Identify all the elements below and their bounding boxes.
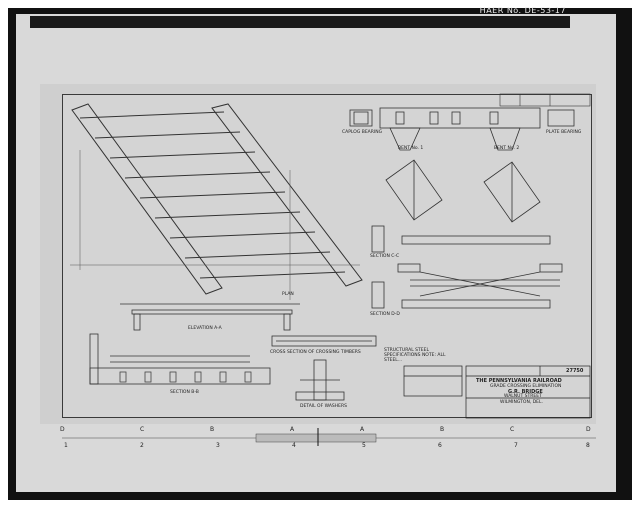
- plan-label: PLAN: [282, 292, 294, 297]
- bent-diagrams: [385, 159, 541, 223]
- section-bb: [89, 333, 271, 385]
- washer-label: DETAIL OF WASHERS: [300, 404, 347, 409]
- scale-letter: D: [586, 426, 591, 433]
- scale-letter: C: [510, 426, 515, 433]
- elevation-aa: [120, 303, 300, 331]
- section-cc-label: SECTION C-C: [370, 254, 400, 259]
- section-bb-label: SECTION B-B: [170, 390, 199, 395]
- scale-number: 4: [292, 442, 296, 449]
- street-name: WALNUT STREET: [504, 394, 542, 399]
- scale-number: 7: [514, 442, 518, 449]
- record-id: HAER No. DE-53-17: [479, 6, 566, 15]
- scale-bar-linework: [62, 428, 596, 446]
- scale-letter: B: [210, 426, 215, 433]
- header-strip: [30, 16, 570, 28]
- scale-number: 3: [216, 442, 220, 449]
- caplog-bearing-label: CAPLOG BEARING: [342, 130, 383, 135]
- scale-number: 1: [64, 442, 68, 449]
- section-dd-label: SECTION D-D: [370, 312, 400, 317]
- scale-letter: A: [360, 426, 365, 433]
- plate-bearing-label: PLATE BEARING: [546, 130, 582, 135]
- structural-notes: STRUCTURAL STEEL SPECIFICATIONS NOTE: AL…: [384, 348, 446, 363]
- bent-1-label: BENT No. 1: [398, 146, 424, 151]
- scale-letter: A: [290, 426, 295, 433]
- title-block: [403, 365, 591, 419]
- scale-number: 5: [362, 442, 366, 449]
- revision-box: [499, 93, 591, 107]
- scale-number: 2: [140, 442, 144, 449]
- bridge-name: G.R. BRIDGE: [508, 389, 543, 395]
- company-name: THE PENNSYLVANIA RAILROAD: [476, 378, 562, 384]
- bent-2-label: BENT No. 2: [494, 146, 520, 151]
- washer-detail: [295, 359, 345, 401]
- scale-letter: D: [60, 426, 65, 433]
- scale-bar: D C B A A B C D 1 2 3 4 5 6 7 8: [56, 426, 596, 452]
- scale-letter: C: [140, 426, 145, 433]
- scale-number: 8: [586, 442, 590, 449]
- bearing-details: [349, 107, 575, 151]
- sheet-number: 27750: [566, 368, 584, 374]
- sections-cd: [371, 225, 563, 309]
- drawing-border: [62, 94, 592, 418]
- cross-section-label: CROSS SECTION OF CROSSING TIMBERS: [270, 350, 361, 355]
- scale-number: 6: [438, 442, 442, 449]
- scale-letter: B: [440, 426, 445, 433]
- project-subtitle: GRADE CROSSING ELIMINATION: [490, 384, 562, 389]
- city-name: WILMINGTON, DEL.: [500, 400, 543, 405]
- plan-truss: [71, 103, 363, 295]
- film-border-bottom: [8, 492, 632, 500]
- elevation-aa-label: ELEVATION A-A: [188, 326, 222, 331]
- cross-section: [271, 335, 377, 347]
